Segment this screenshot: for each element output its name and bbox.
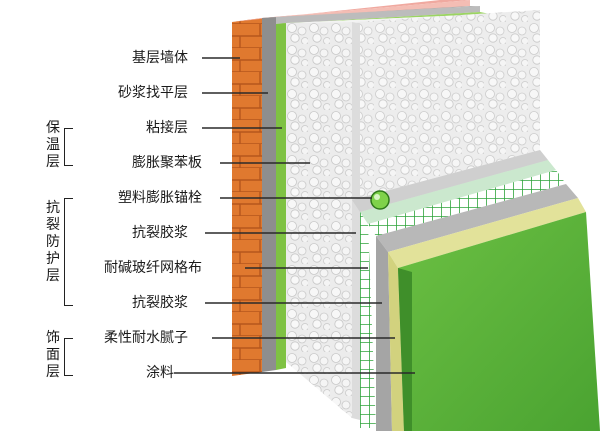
leveling-mortar-layer bbox=[262, 6, 480, 372]
group-label-anti-crack: 抗裂防护层 bbox=[46, 200, 60, 284]
label-fiberglass-mesh: 耐碱玻纤网格布 bbox=[104, 260, 202, 276]
label-leveling-mortar: 砂浆找平层 bbox=[118, 85, 188, 101]
paint-layer bbox=[398, 212, 600, 431]
group-label-finish: 饰面层 bbox=[46, 330, 60, 380]
mesh-and-mortar-layer bbox=[352, 150, 566, 428]
group-label-insulation: 保温层 bbox=[46, 120, 60, 170]
bracket-finish bbox=[64, 338, 73, 376]
leader-lines bbox=[174, 57, 415, 374]
label-base-wall: 基层墙体 bbox=[132, 50, 188, 66]
putty-layer bbox=[388, 198, 586, 431]
label-anti-crack-mortar-2: 抗裂胶浆 bbox=[132, 295, 188, 311]
label-anchor-bolt: 塑料膨胀锚栓 bbox=[118, 190, 202, 206]
anchor-bolt bbox=[370, 190, 390, 210]
label-eps-board: 膨胀聚苯板 bbox=[132, 155, 202, 171]
label-adhesive: 粘接层 bbox=[146, 120, 188, 136]
adhesive-layer bbox=[276, 12, 490, 370]
label-anti-crack-mortar-1: 抗裂胶浆 bbox=[132, 225, 188, 241]
label-paint: 涂料 bbox=[146, 365, 174, 381]
eps-board-layer bbox=[286, 10, 540, 420]
bracket-insulation bbox=[64, 128, 73, 166]
anti-crack-mortar-layer bbox=[376, 184, 578, 431]
bracket-anti-crack bbox=[64, 198, 73, 306]
label-flexible-putty: 柔性耐水腻子 bbox=[104, 330, 188, 346]
